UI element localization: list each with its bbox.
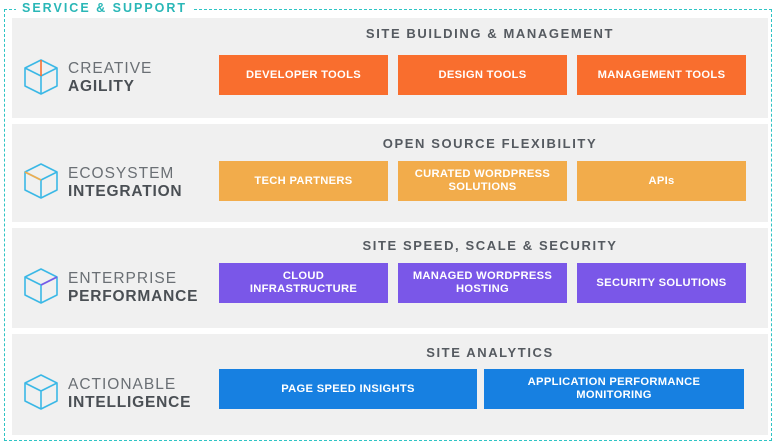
cube-icon	[24, 268, 58, 304]
box-management-tools: MANAGEMENT TOOLS	[577, 55, 746, 95]
row-actionable-intelligence: SITE ANALYTICS ACTIONABLE INTELLIGENCE P…	[12, 334, 768, 435]
label-bottom: PERFORMANCE	[68, 288, 199, 305]
service-support-frame	[4, 9, 772, 441]
box-curated-wordpress: CURATED WORDPRESS SOLUTIONS	[398, 161, 567, 201]
box-page-speed-insights: PAGE SPEED INSIGHTS	[219, 369, 477, 409]
row-label: ENTERPRISE PERFORMANCE	[68, 270, 198, 306]
label-top: CREATIVE	[68, 60, 153, 77]
row-creative-agility: SITE BUILDING & MANAGEMENT CREATIVE AGIL…	[12, 18, 768, 118]
row-label: ECOSYSTEM INTEGRATION	[68, 165, 182, 201]
row-ecosystem-integration: OPEN SOURCE FLEXIBILITY ECOSYSTEM INTEGR…	[12, 124, 768, 222]
row-title: OPEN SOURCE FLEXIBILITY	[382, 136, 598, 151]
label-top: ECOSYSTEM	[68, 165, 175, 182]
box-cloud-infrastructure: CLOUD INFRASTRUCTURE	[219, 263, 388, 303]
box-managed-wordpress: MANAGED WORDPRESS HOSTING	[398, 263, 567, 303]
box-design-tools: DESIGN TOOLS	[398, 55, 567, 95]
label-bottom: INTELLIGENCE	[68, 394, 192, 411]
box-apis: APIs	[577, 161, 746, 201]
cube-icon	[24, 163, 58, 199]
row-label: ACTIONABLE INTELLIGENCE	[68, 376, 191, 412]
box-tech-partners: TECH PARTNERS	[219, 161, 388, 201]
box-developer-tools: DEVELOPER TOOLS	[219, 55, 388, 95]
box-security-solutions: SECURITY SOLUTIONS	[577, 263, 746, 303]
cube-icon	[24, 59, 58, 95]
row-title: SITE ANALYTICS	[426, 345, 554, 360]
frame-label: SERVICE & SUPPORT	[16, 0, 194, 17]
row-title: SITE SPEED, SCALE & SECURITY	[362, 238, 618, 253]
label-top: ENTERPRISE	[68, 270, 178, 287]
label-bottom: AGILITY	[68, 78, 135, 95]
row-label: CREATIVE AGILITY	[68, 60, 152, 96]
label-top: ACTIONABLE	[68, 376, 177, 393]
label-bottom: INTEGRATION	[68, 183, 183, 200]
row-title: SITE BUILDING & MANAGEMENT	[365, 26, 615, 41]
box-application-performance: APPLICATION PERFORMANCE MONITORING	[484, 369, 744, 409]
cube-icon	[24, 374, 58, 410]
row-enterprise-performance: SITE SPEED, SCALE & SECURITY ENTERPRISE …	[12, 228, 768, 328]
